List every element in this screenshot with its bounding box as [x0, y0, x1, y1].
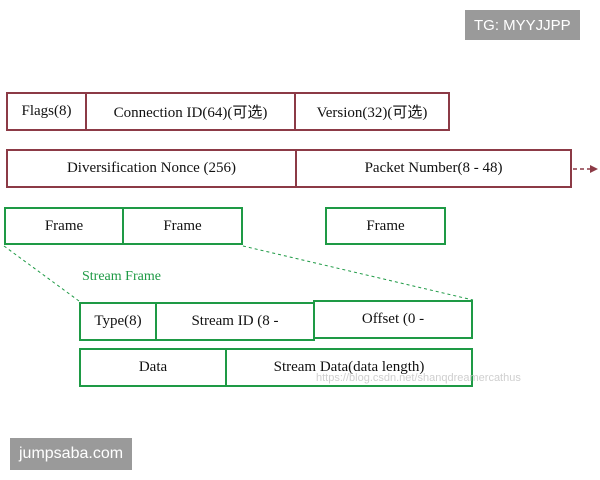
arrow-head-icon	[590, 165, 598, 173]
stream-frame-label: Stream Frame	[82, 269, 161, 284]
zoom-line-right	[242, 245, 474, 301]
frame-box-2: Frame	[122, 207, 243, 245]
version-field: Version(32)(可选)	[294, 92, 450, 131]
zoom-line-left	[3, 245, 80, 302]
packet-number-field: Packet Number(8 - 48)	[295, 149, 572, 188]
watermark-url: https://blog.csdn.net/shanqdreamercathus	[316, 372, 521, 384]
frame-box-3: Frame	[325, 207, 446, 245]
offset-field: Offset (0 -	[313, 300, 473, 339]
watermark-bottom: jumpsaba.com	[10, 438, 133, 470]
stream-data-field: Stream Data(data length)	[225, 348, 473, 387]
watermark-top: TG: MYYJJPP	[465, 10, 580, 40]
